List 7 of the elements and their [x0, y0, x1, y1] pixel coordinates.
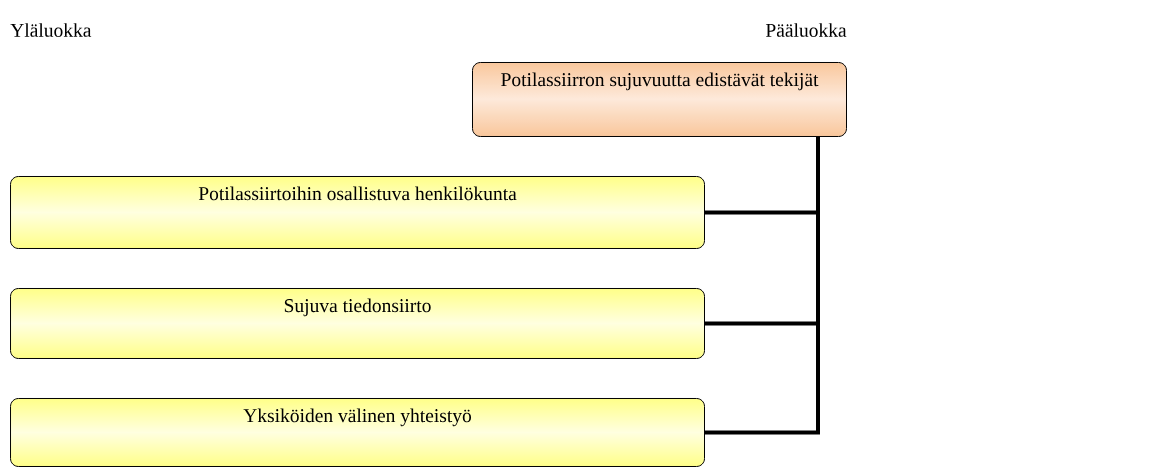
connector-line	[705, 137, 820, 435]
category-box: Potilassiirtoihin osallistuva henkilökunta	[10, 176, 705, 249]
category-box: Yksiköiden välinen yhteistyö	[10, 398, 705, 467]
category-box: Sujuva tiedonsiirto	[10, 288, 705, 359]
column-heading: Pääluokka	[765, 23, 847, 37]
column-heading: Yläluokka	[10, 23, 92, 37]
category-box: Potilassiirron sujuvuutta edistävät tekijät	[472, 62, 847, 137]
